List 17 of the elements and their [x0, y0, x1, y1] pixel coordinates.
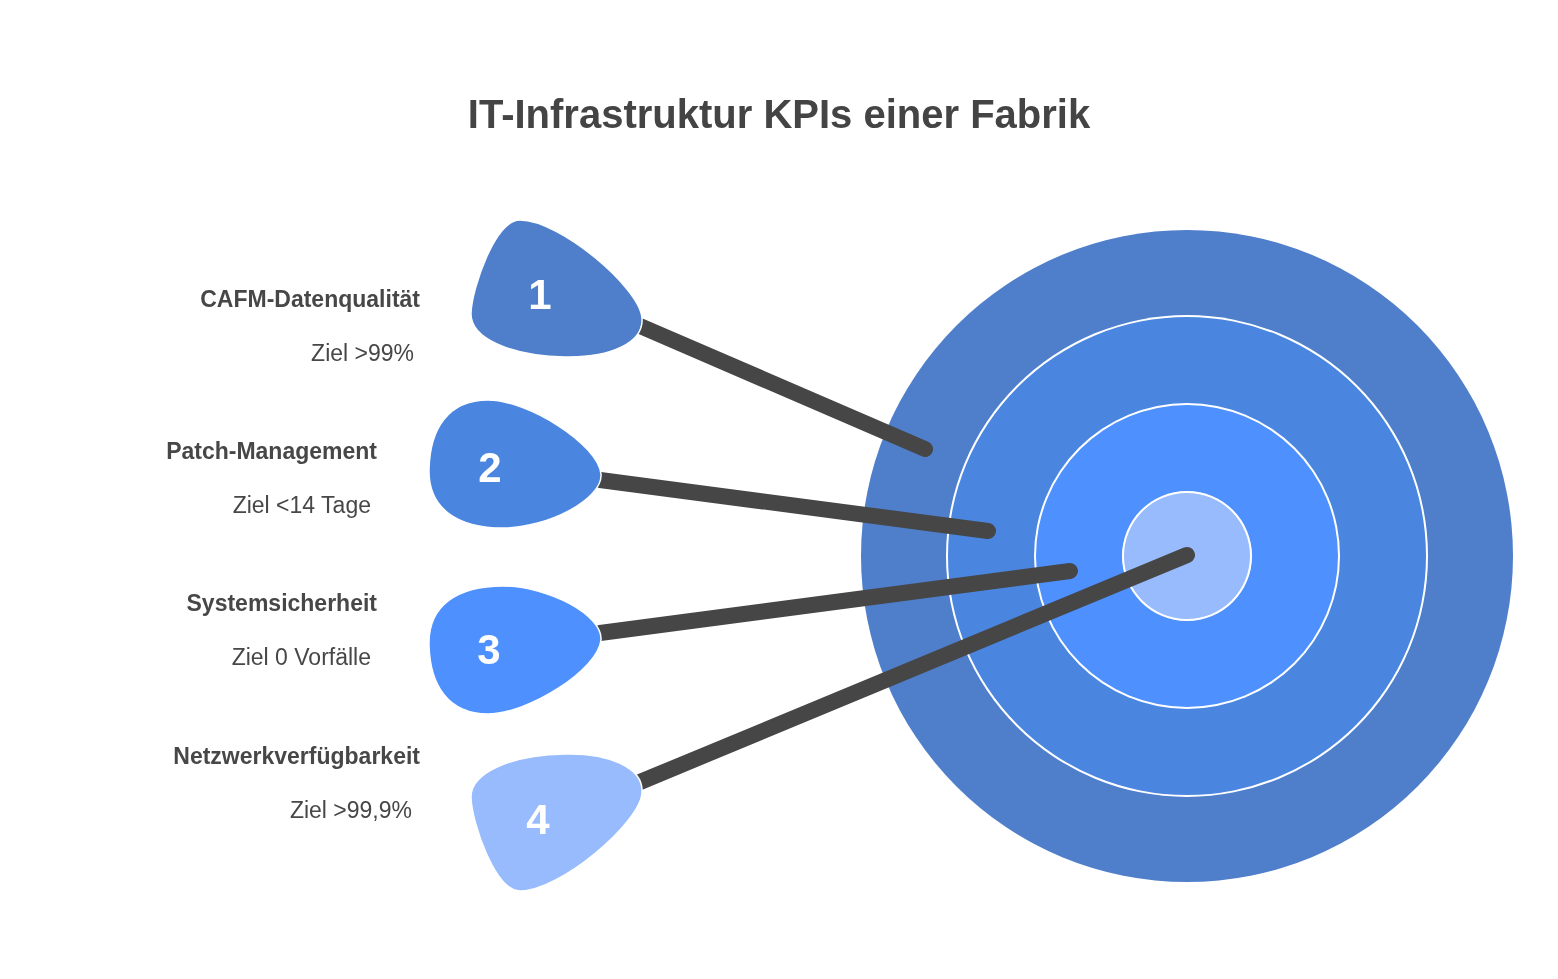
- dart-head: [470, 753, 644, 893]
- kpi-target: Ziel 0 Vorfälle: [231, 644, 371, 671]
- kpi-name: Patch-Management: [166, 438, 377, 465]
- kpi-name: Systemsicherheit: [186, 590, 377, 617]
- diagram-title: IT-Infrastruktur KPIs einer Fabrik: [467, 92, 1091, 137]
- dart-number: 3: [477, 628, 501, 672]
- kpi-target: Ziel >99,9%: [289, 797, 412, 824]
- dart-number: 4: [526, 798, 550, 842]
- kpi-name: Netzwerkverfügbarkeit: [173, 743, 420, 770]
- kpi-target: Ziel >99%: [311, 340, 414, 367]
- dart-number: 1: [528, 273, 552, 317]
- dart-head: [470, 218, 644, 358]
- kpi-name: CAFM-Datenqualität: [200, 286, 420, 313]
- kpi-target: Ziel <14 Tage: [232, 492, 371, 519]
- dart-number: 2: [478, 446, 502, 490]
- dart-head: [428, 584, 602, 715]
- dart-head: [428, 399, 602, 529]
